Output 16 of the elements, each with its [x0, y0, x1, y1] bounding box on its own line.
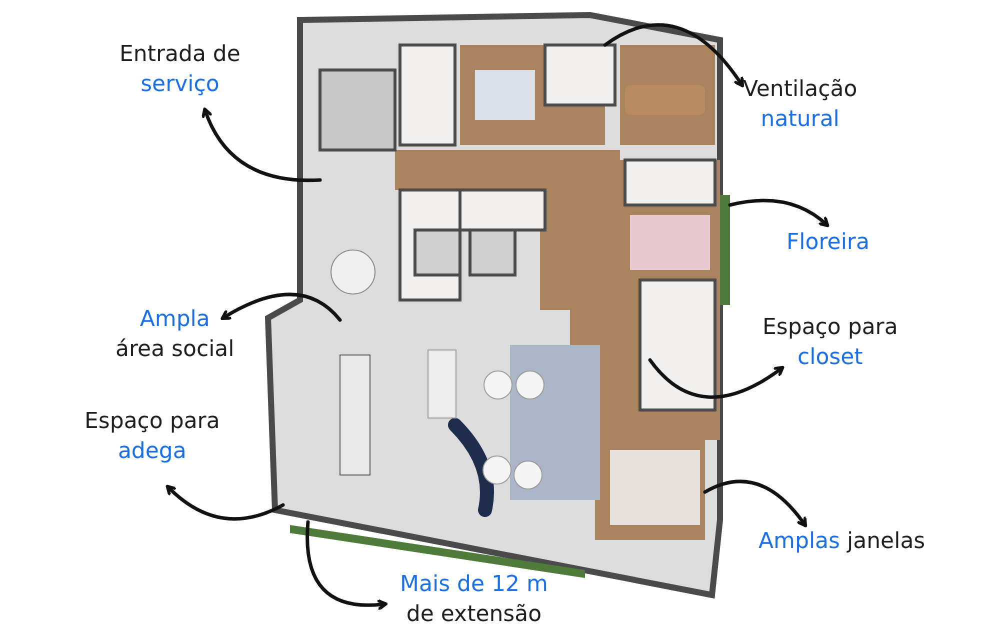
arrow: [703, 480, 808, 528]
arrow: [202, 108, 322, 182]
callout-text: Ampla área social: [116, 305, 234, 365]
arrow: [306, 520, 388, 610]
arrow: [166, 484, 285, 521]
callout-text: Espaço para closet: [762, 313, 898, 373]
callout-text: Floreira: [786, 228, 870, 258]
callout-text: Espaço para adega: [84, 407, 220, 467]
arrow: [648, 358, 784, 399]
arrow: [728, 198, 830, 228]
callout-text: Mais de 12 m de extensão: [400, 570, 548, 630]
callout-text: Entrada de serviço: [120, 40, 240, 100]
callout-text: Amplas janelas: [758, 527, 926, 557]
arrow: [220, 292, 342, 322]
arrow: [603, 23, 744, 88]
callout-text: Ventilação natural: [743, 75, 858, 135]
